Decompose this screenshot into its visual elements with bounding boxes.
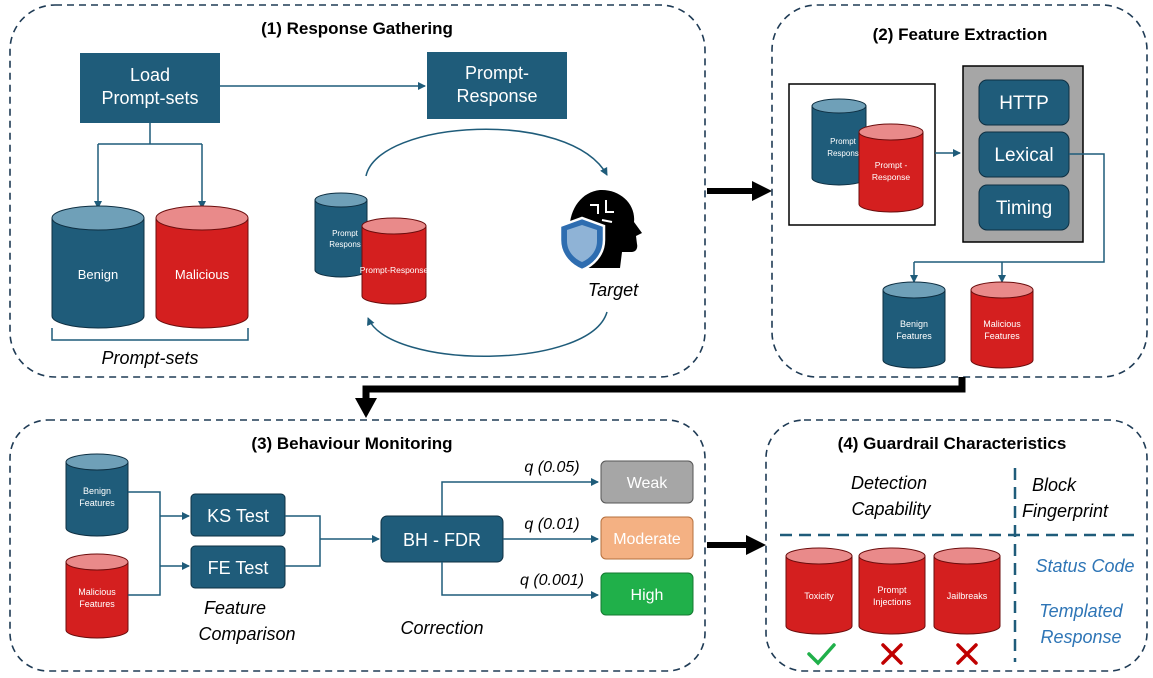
target-guardrail-icon [558, 189, 642, 272]
prompt-injections-line2: Injections [873, 597, 912, 607]
arrow-to-high [441, 562, 599, 599]
benign-cylinder: Benign [51, 205, 145, 329]
toxicity-cylinder: Toxicity [785, 547, 853, 635]
connector-malicious [128, 540, 161, 596]
jailbreaks-cylinder: Jailbreaks [933, 547, 1001, 635]
p2-malicious-features-cylinder: Malicious Features [970, 281, 1034, 369]
arrow-panel2-to-panel3 [362, 377, 966, 400]
prompt-injections-cylinder: Prompt Injections [858, 547, 926, 635]
p3-malicious-line1: Malicious [78, 587, 116, 597]
load-box-line2: Prompt-sets [101, 88, 198, 108]
p2-malicious-line1: Malicious [983, 319, 1021, 329]
p2-back-line2: Respons [827, 149, 859, 158]
panel3-title: (3) Behaviour Monitoring [251, 434, 452, 453]
feature-http-box: HTTP [978, 79, 1070, 126]
feature-comparison-line1: Feature [204, 598, 266, 618]
p2-front-line1: Prompt - [875, 160, 908, 170]
p2-front-line2: Response [872, 172, 911, 182]
panel2-title: (2) Feature Extraction [873, 25, 1048, 44]
templated-line2: Response [1040, 627, 1121, 647]
prompt-injections-line1: Prompt [877, 585, 907, 595]
malicious-cylinder: Malicious [155, 205, 249, 329]
p3-benign-line1: Benign [83, 486, 111, 496]
prompt-response-cylinder-back: Prompt Respons [314, 192, 368, 278]
feature-http-label: HTTP [999, 93, 1049, 114]
high-label: High [631, 587, 664, 604]
connector-tests [285, 515, 321, 567]
prompt-response-box: Prompt- Response [427, 52, 567, 119]
status-code-label: Status Code [1035, 556, 1134, 576]
fe-test-box: FE Test [190, 545, 286, 589]
p2-cylinder-back: Prompt Respons [811, 98, 867, 186]
arc-arrow-top [365, 128, 608, 177]
bh-fdr-label: BH - FDR [403, 530, 481, 550]
q-001-label: q (0.01) [524, 516, 579, 533]
prompt-sets-label: Prompt-sets [101, 348, 198, 368]
arrow-load-split [98, 123, 202, 145]
cross-icon [881, 643, 903, 665]
moderate-label: Moderate [613, 531, 681, 548]
block-line2: Fingerprint [1022, 501, 1109, 521]
p3-benign-features-cylinder: Benign Features [65, 453, 129, 537]
templated-line1: Templated [1039, 601, 1123, 621]
arrow-to-weak [441, 478, 599, 516]
load-prompt-sets-box: Load Prompt-sets [80, 53, 220, 123]
p2-benign-line2: Features [896, 331, 932, 341]
jailbreaks-label: Jailbreaks [947, 591, 988, 601]
p2-cylinder-front: Prompt - Response [858, 123, 924, 213]
detection-line2: Capability [851, 499, 931, 519]
correction-label: Correction [400, 618, 483, 638]
feature-timing-label: Timing [996, 198, 1052, 219]
load-box-line1: Load [130, 65, 170, 85]
panel1-title: (1) Response Gathering [261, 19, 453, 38]
ks-test-box: KS Test [190, 493, 286, 537]
arrow-features-split [914, 153, 1105, 263]
panel-feature-extraction [771, 4, 1148, 378]
p1-back-line1: Prompt [332, 229, 359, 238]
p3-malicious-features-cylinder: Malicious Features [65, 553, 129, 639]
check-icon [807, 643, 836, 666]
p2-benign-features-cylinder: Benign Features [882, 281, 946, 369]
bh-fdr-box: BH - FDR [380, 515, 504, 563]
q-0001-label: q (0.001) [520, 572, 584, 589]
toxicity-label: Toxicity [804, 591, 834, 601]
prompt-sets-bracket [51, 328, 249, 341]
feature-lexical-label: Lexical [994, 145, 1053, 166]
panel-response-gathering [9, 4, 706, 378]
q-005-label: q (0.05) [524, 459, 579, 476]
p2-benign-line1: Benign [900, 319, 928, 329]
p1-back-line2: Respons [329, 240, 361, 249]
malicious-cylinder-body [155, 217, 249, 329]
panel4-title: (4) Guardrail Characteristics [838, 434, 1067, 453]
p3-benign-line2: Features [79, 498, 115, 508]
p3-malicious-line2: Features [79, 599, 115, 609]
target-label: Target [588, 280, 639, 300]
weak-label: Weak [627, 475, 669, 492]
feature-comparison-line2: Comparison [198, 624, 295, 644]
block-line1: Block [1032, 475, 1077, 495]
malicious-label: Malicious [175, 267, 230, 282]
p2-malicious-line2: Features [984, 331, 1020, 341]
weak-box: Weak [600, 460, 694, 504]
moderate-box: Moderate [600, 516, 694, 560]
prompt-response-cylinder-front: Prompt-Response [360, 217, 429, 305]
fe-test-label: FE Test [208, 558, 269, 578]
high-box: High [600, 572, 694, 616]
benign-label: Benign [78, 267, 118, 282]
detection-line1: Detection [851, 473, 927, 493]
prompt-response-line1: Prompt- [465, 63, 529, 83]
feature-timing-box: Timing [978, 184, 1070, 231]
cross-icon [956, 643, 978, 665]
connector-benign [128, 491, 161, 540]
p2-back-line1: Prompt [830, 137, 857, 146]
p1-front-label: Prompt-Response [360, 265, 429, 275]
prompt-response-line2: Response [456, 86, 537, 106]
feature-lexical-box: Lexical [978, 131, 1070, 178]
arc-arrow-bottom [367, 311, 608, 357]
ks-test-label: KS Test [207, 506, 269, 526]
